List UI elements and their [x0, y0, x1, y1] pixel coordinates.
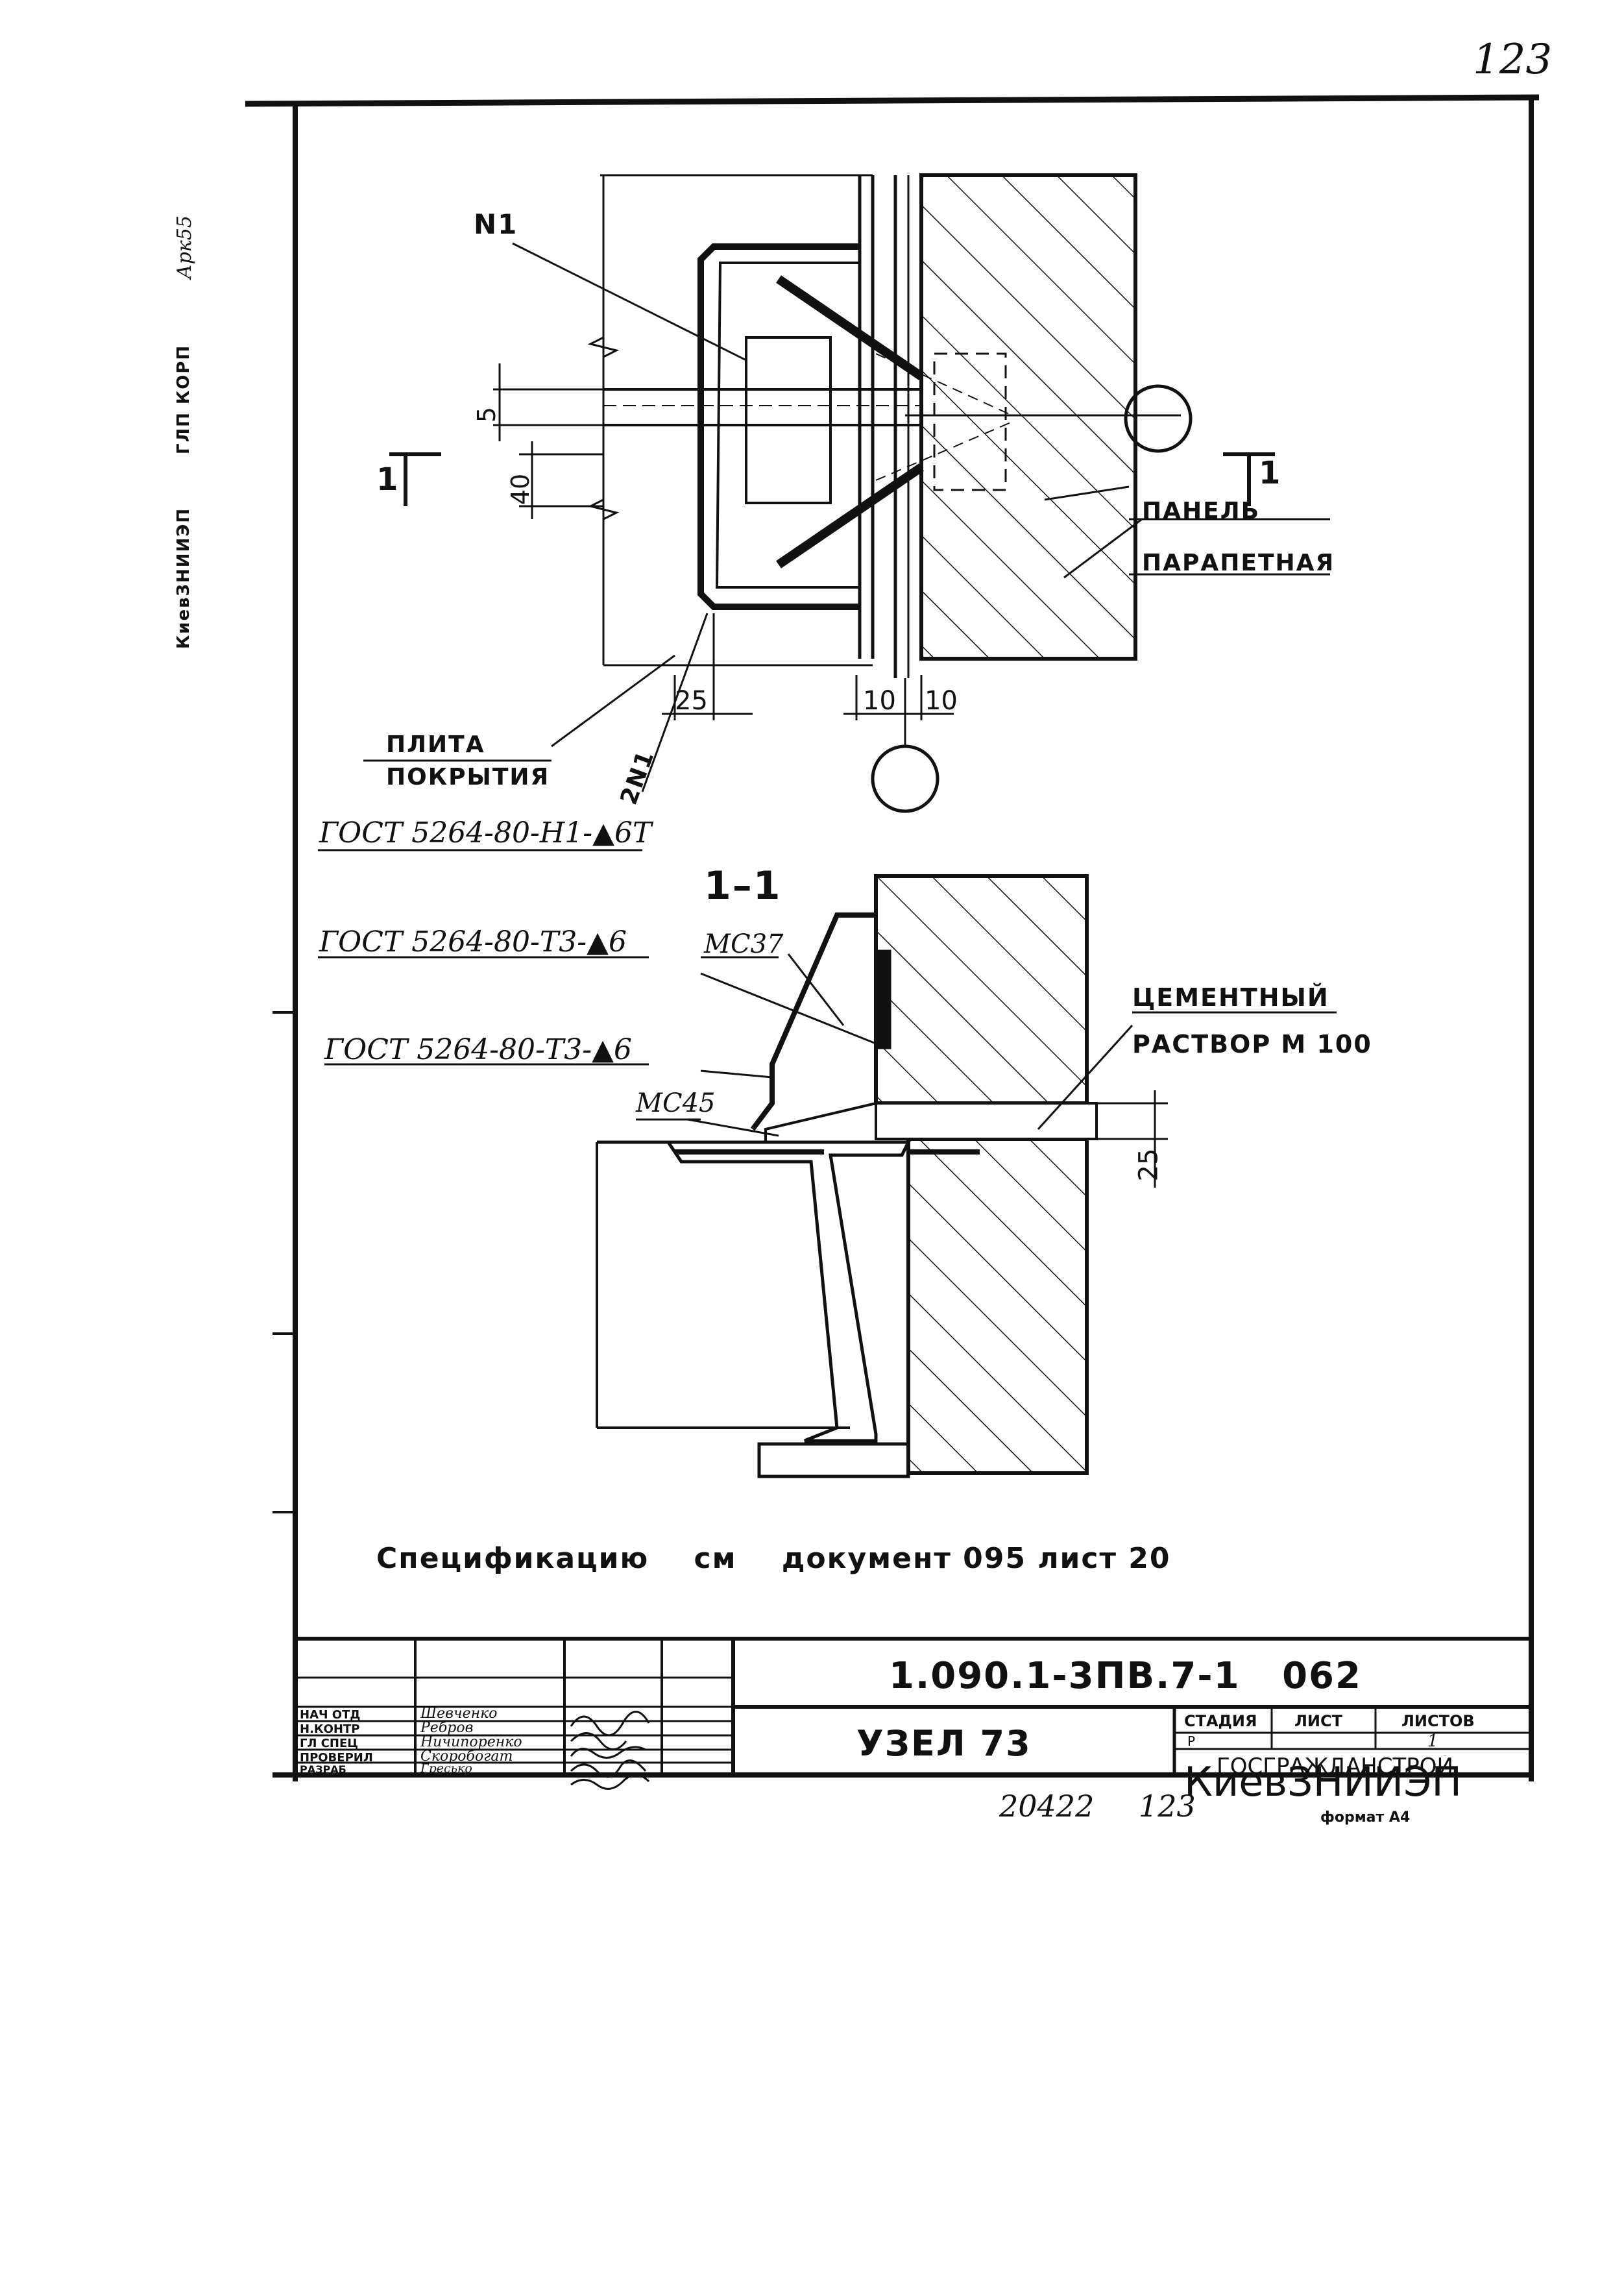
drawing-code: 1.090.1-3ПВ.7-1 062 — [889, 1658, 1362, 1694]
role-row-3-title: ГЛ СПЕЦ — [300, 1738, 358, 1750]
mortar-line1: ЦЕМЕНТНЫЙ — [1132, 983, 1329, 1012]
mortar-bed — [875, 1102, 1098, 1140]
gost-t3-weld-lower: ГОСТ 5264-80-Т3-▲6 — [324, 1033, 632, 1066]
mark-n1: N1 — [474, 208, 518, 240]
plan-view — [318, 173, 1330, 851]
dim-10-left: 10 — [863, 686, 896, 716]
dim-10-right: 10 — [925, 686, 958, 716]
roof-slab-section — [597, 1140, 912, 1443]
axis-marker-bottom — [871, 744, 939, 813]
dim-25-plan: 25 — [675, 686, 708, 716]
role-row-4-name: Скоробогат — [420, 1750, 513, 1764]
mortar-line2: РАСТВОР М 100 — [1132, 1030, 1372, 1058]
role-row-1-name: Шевченко — [420, 1707, 498, 1721]
steel-channel — [697, 243, 860, 610]
page-number: 123 — [1473, 36, 1553, 84]
gost-n1-weld: ГОСТ 5264-80-Н1-▲6Т — [319, 816, 652, 850]
role-row-1-title: НАЧ ОТД — [300, 1709, 361, 1721]
inventory-number: 20422 — [999, 1789, 1095, 1824]
wall-section — [906, 1137, 1089, 1475]
stage-header: СТАДИЯ — [1184, 1713, 1257, 1729]
role-row-4-title: ПРОВЕРИЛ — [300, 1752, 373, 1764]
gost-t3-weld-upper: ГОСТ 5264-80-Т3-▲6 — [319, 925, 627, 959]
dim-40: 40 — [506, 473, 535, 506]
dim-25-section: 25 — [1133, 1148, 1164, 1182]
paper-format: формат А4 — [1320, 1809, 1411, 1826]
role-row-2-title: Н.КОНТР — [300, 1724, 360, 1735]
signatures — [570, 1711, 650, 1790]
org-line2: КиевЗНИИЭП — [1184, 1762, 1462, 1802]
axis-marker-right — [1124, 384, 1193, 453]
role-row-3-name: Ничипоренко — [420, 1735, 522, 1750]
label-panel-line1: ПАНЕЛЬ — [1142, 498, 1261, 524]
drawing-name: УЗЕЛ 73 — [856, 1726, 1032, 1761]
section-mark-right: 1 — [1259, 455, 1282, 491]
role-row-2-name: Ребров — [420, 1721, 474, 1735]
footer-page: 123 — [1139, 1789, 1196, 1824]
label-slab-line2: ПОКРЫТИЯ — [386, 764, 550, 790]
parapet-panel-section — [874, 874, 1089, 1105]
side-stamp-dept: ГЛП КОРП — [174, 344, 193, 454]
title-block-grid — [293, 1637, 1533, 1777]
section-title: 1–1 — [704, 863, 782, 909]
side-stamp-org: КиевЗНИИЭП — [174, 507, 193, 649]
section-mark-left: 1 — [376, 461, 400, 498]
role-row-5-title: РАЗРАБ — [300, 1765, 346, 1775]
parapet-panel — [919, 173, 1137, 661]
side-stamp-signature: Арк55 — [173, 215, 196, 279]
anchor-plate — [745, 336, 832, 504]
sheet-header: ЛИСТ — [1294, 1713, 1343, 1729]
org-line1: ГОСГРАЖДАНСТРОЙ — [1217, 1755, 1453, 1778]
dim-5: 5 — [472, 406, 502, 423]
role-row-5-name: Гресько — [420, 1763, 472, 1775]
specification-note: Спецификацию см документ 095 лист 20 — [376, 1542, 1171, 1575]
sheets-value: 1 — [1427, 1733, 1438, 1750]
stage-value: Р — [1187, 1735, 1196, 1748]
section-view — [318, 874, 1337, 1478]
sheets-header: ЛИСТОВ — [1401, 1713, 1475, 1729]
label-panel-line2: ПАРАПЕТНАЯ — [1142, 550, 1335, 576]
mark-mc37: МС37 — [704, 929, 784, 959]
label-slab-line1: ПЛИТА — [386, 731, 485, 758]
mark-mc45: МС45 — [636, 1088, 716, 1118]
